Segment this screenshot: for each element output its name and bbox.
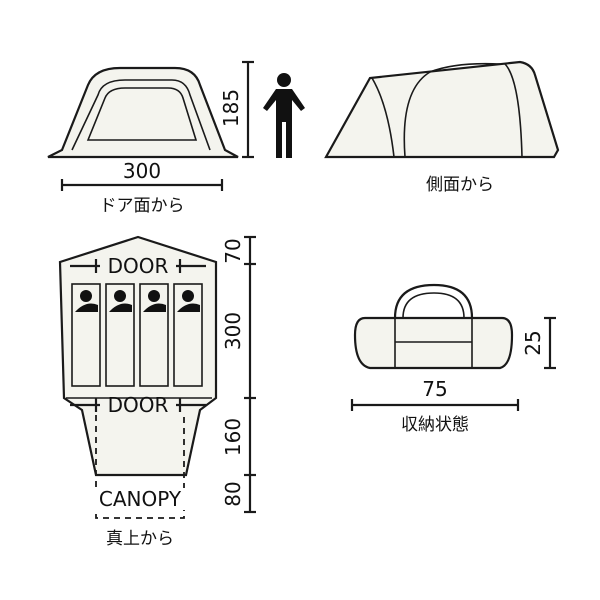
front-height-label: 185: [219, 89, 243, 127]
front-door-panel: [71, 79, 211, 151]
person-silhouette-icon: [263, 73, 305, 158]
top-dim-160: 160: [221, 418, 245, 456]
sleeping-person-icon: [75, 290, 98, 312]
sleeping-person-icon: [109, 290, 132, 312]
packed-bag-handle-inner: [402, 292, 465, 319]
top-view: DOOR DOOR CANOPY 真上から: [58, 235, 256, 549]
top-dim-80: 80: [221, 481, 245, 506]
bottom-door-label: DOOR: [108, 393, 169, 417]
canopy-label: CANOPY: [99, 487, 182, 511]
front-window: [86, 87, 198, 141]
top-dim-300: 300: [221, 312, 245, 350]
sleeping-bag-3: [139, 283, 169, 387]
packed-bag-body: [353, 316, 514, 370]
sleeping-bag-1: [71, 283, 101, 387]
packed-bag-handle: [393, 283, 474, 319]
packed-view: 75 収納状態 25: [350, 283, 556, 435]
packed-caption: 収納状態: [401, 415, 469, 435]
sleeping-bag-4: [173, 283, 203, 387]
top-door-label: DOOR: [108, 254, 169, 278]
side-caption: 側面から: [426, 175, 494, 195]
front-tent-outline: [47, 66, 239, 159]
front-caption: ドア面から: [100, 196, 185, 216]
canopy-dashed-outline: [95, 415, 185, 519]
sleeping-person-icon: [143, 290, 166, 312]
side-arc-front: [371, 77, 395, 158]
packed-height-label: 25: [521, 330, 545, 355]
front-width-label: 300: [123, 159, 161, 183]
top-caption: 真上から: [106, 529, 174, 549]
front-view: 300 ドア面から 185: [47, 60, 305, 216]
sleeping-person-icon: [177, 290, 200, 312]
side-tent-outline: [324, 60, 560, 159]
side-view: 側面から: [324, 60, 560, 195]
canopy-label-bg: [90, 488, 190, 510]
sleeping-bag-2: [105, 283, 135, 387]
side-arc-rear: [504, 63, 523, 158]
top-dim-70: 70: [221, 238, 245, 263]
packed-width-label: 75: [422, 377, 447, 401]
side-arc-middle: [403, 62, 501, 158]
